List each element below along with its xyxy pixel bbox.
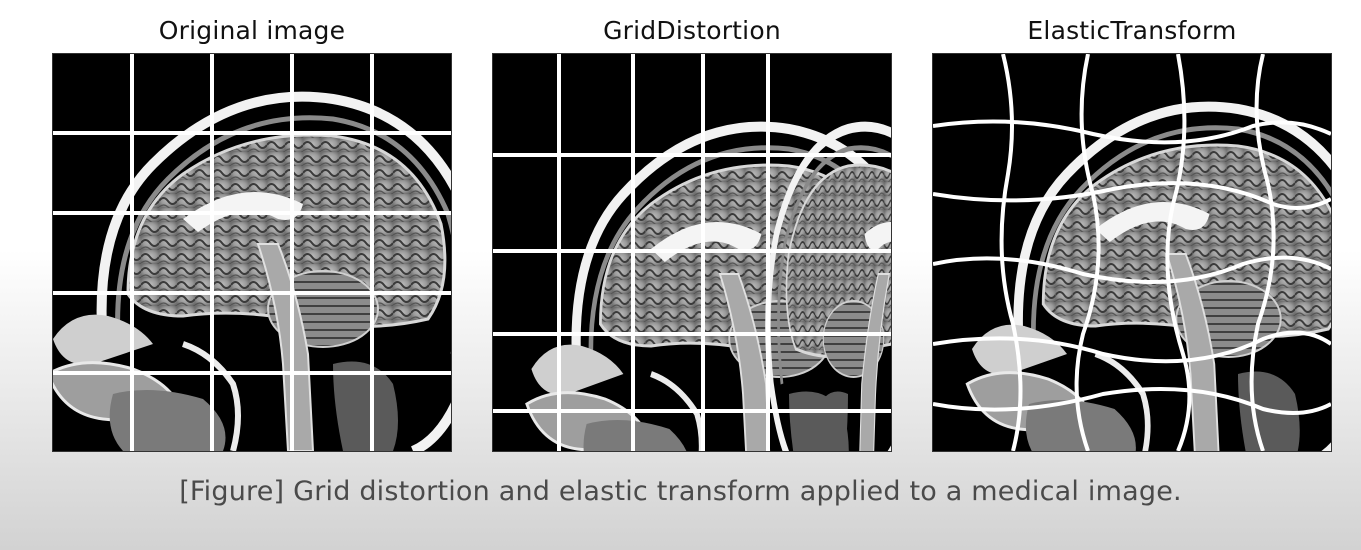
panel-title-original: Original image — [158, 16, 346, 45]
original-grid-lines — [53, 54, 451, 451]
grid-distortion-panel — [492, 53, 892, 452]
figure-caption: [Figure] Grid distortion and elastic tra… — [0, 476, 1361, 507]
elastic-transformed-mri-image — [933, 54, 1331, 451]
panel-title-elastic-transform: ElasticTransform — [1027, 16, 1237, 45]
distorted-grid-lines — [493, 54, 891, 451]
caption-text: Grid distortion and elastic transform ap… — [284, 476, 1182, 507]
elastic-grid-lines — [933, 54, 1331, 451]
figure-tag: [Figure] — [179, 476, 285, 507]
elastic-transform-panel — [932, 53, 1332, 452]
grid-distorted-mri-image — [493, 54, 891, 451]
panel-title-grid-distortion: GridDistortion — [603, 16, 781, 45]
original-mri-image — [53, 54, 451, 451]
original-image-panel — [52, 53, 452, 452]
